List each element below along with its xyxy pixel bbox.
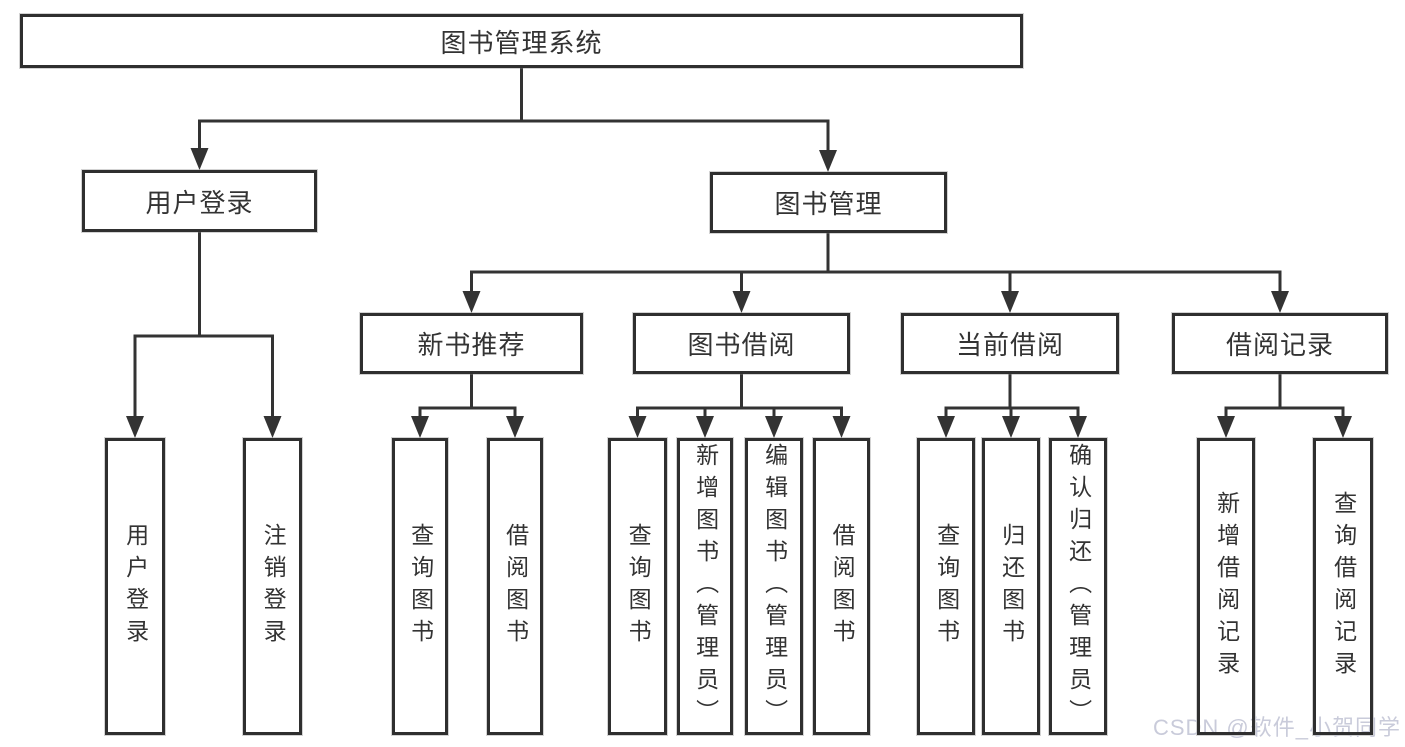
node-user-login: 用户登录: [82, 170, 317, 232]
node-label: 新书推荐: [417, 330, 526, 360]
node-label: 借阅图书: [502, 522, 529, 651]
node-label: 图书管理: [774, 189, 883, 219]
node-label: 查询图书: [625, 522, 652, 651]
node-borrow-records: 借阅记录: [1172, 313, 1388, 374]
node-label: 新增图书（管理员）: [692, 442, 719, 731]
node-book-borrowing: 图书借阅: [633, 313, 850, 374]
node-new-book-recommend: 新书推荐: [360, 313, 583, 374]
node-label: 借阅记录: [1225, 330, 1334, 360]
node-current-borrowing: 当前借阅: [901, 313, 1119, 374]
node-label: 借阅图书: [829, 522, 856, 651]
leaf-query-books-current: 查询图书: [917, 438, 975, 735]
node-label: 新增借阅记录: [1213, 490, 1240, 683]
node-book-management: 图书管理: [710, 172, 947, 233]
node-root-system: 图书管理系统: [20, 14, 1023, 68]
leaf-user-login: 用户登录: [105, 438, 165, 735]
node-label: 图书管理系统: [440, 27, 603, 58]
node-label: 查询图书: [407, 522, 434, 651]
node-label: 查询图书: [933, 522, 960, 651]
node-label: 确认归还（管理员）: [1065, 442, 1092, 731]
arrowheads: [126, 148, 1352, 438]
leaf-logout-login: 注销登录: [243, 438, 302, 735]
node-label: 用户登录: [145, 187, 254, 218]
node-label: 归还图书: [998, 522, 1025, 651]
node-label: 编辑图书（管理员）: [761, 442, 788, 731]
leaf-query-books-recommend: 查询图书: [392, 438, 448, 735]
leaf-add-borrow-record: 新增借阅记录: [1197, 438, 1255, 735]
leaf-borrow-book: 借阅图书: [813, 438, 870, 735]
leaf-edit-book-admin: 编辑图书（管理员）: [745, 438, 803, 735]
csdn-watermark: CSDN @软件_小贺同学: [1152, 715, 1401, 740]
leaf-query-borrow-record: 查询借阅记录: [1313, 438, 1373, 735]
leaf-add-book-admin: 新增图书（管理员）: [677, 438, 733, 735]
node-label: 查询借阅记录: [1330, 490, 1357, 683]
node-label: 图书借阅: [687, 330, 796, 360]
node-label: 当前借阅: [955, 330, 1064, 360]
leaf-confirm-return-admin: 确认归还（管理员）: [1049, 438, 1107, 735]
leaf-query-books-borrow: 查询图书: [608, 438, 667, 735]
node-label: 用户登录: [122, 522, 149, 651]
leaf-borrow-books-recommend: 借阅图书: [487, 438, 543, 735]
node-label: 注销登录: [260, 522, 287, 651]
leaf-return-book: 归还图书: [982, 438, 1040, 735]
